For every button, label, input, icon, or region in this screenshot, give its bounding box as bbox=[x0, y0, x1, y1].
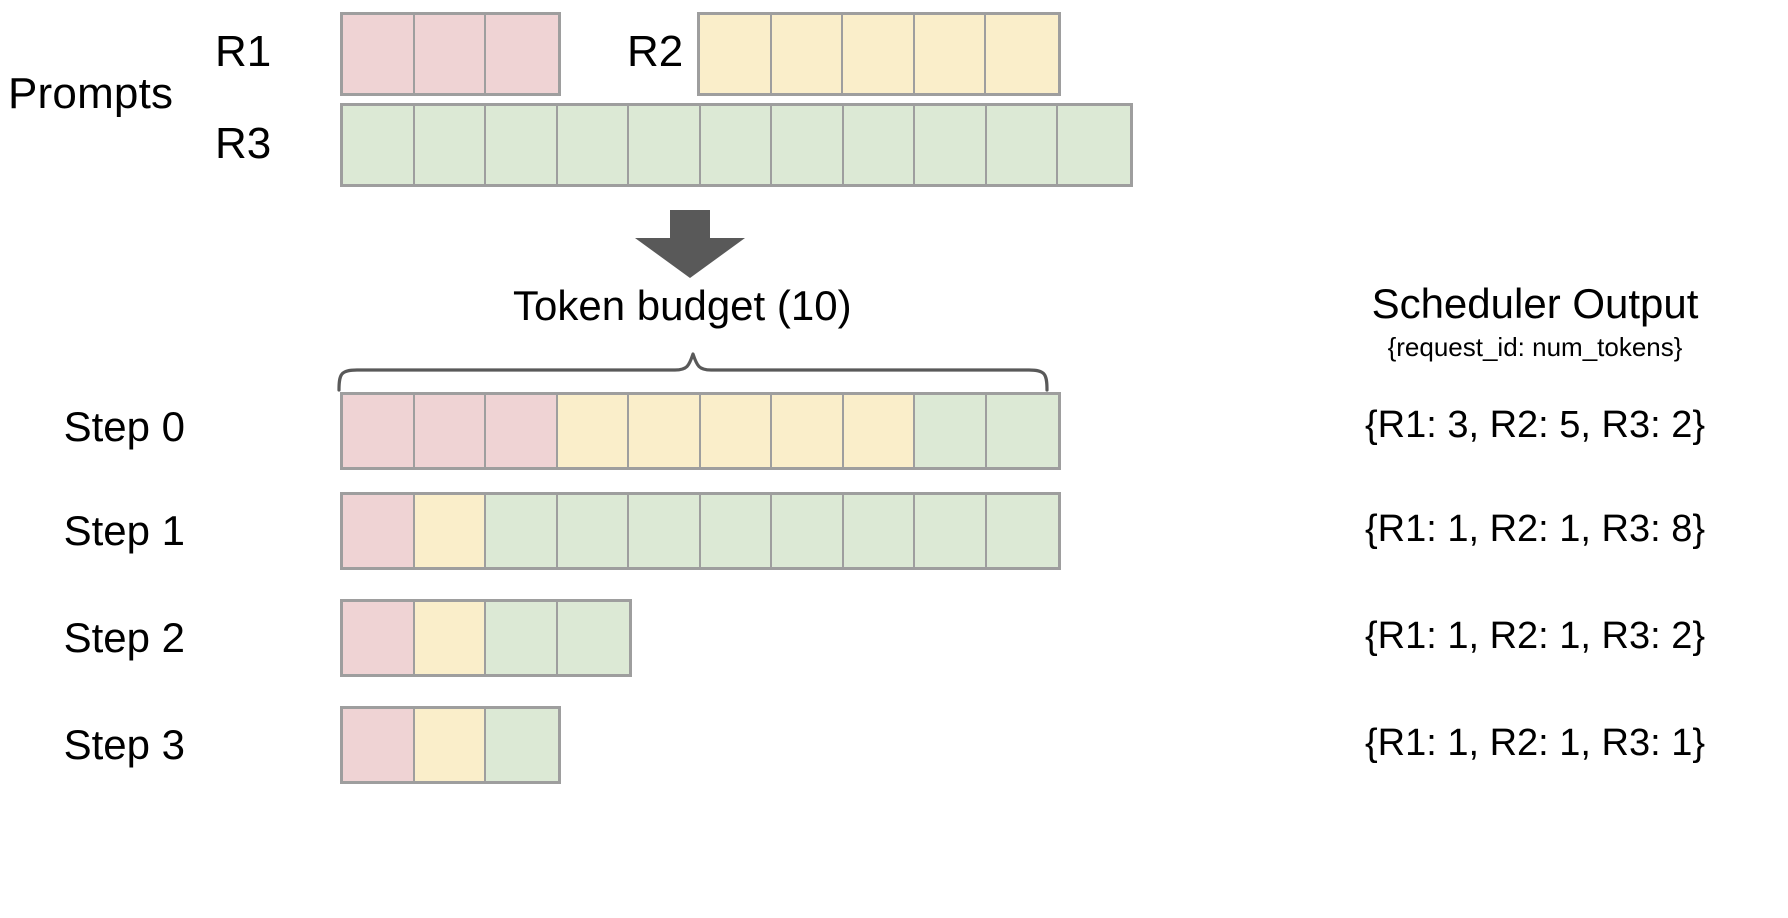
prompts-section-label: Prompts bbox=[8, 69, 174, 118]
token-cell-r3 bbox=[486, 495, 558, 567]
token-cell-r2 bbox=[843, 15, 915, 93]
step-label-3: Step 3 bbox=[63, 721, 185, 768]
token-cell-r3 bbox=[986, 495, 1058, 567]
token-cell-r3 bbox=[486, 602, 558, 674]
token-cell-r1 bbox=[343, 395, 415, 467]
step-row-1-cells bbox=[340, 492, 1061, 570]
token-cell-r1 bbox=[486, 395, 558, 467]
token-cell-r3 bbox=[557, 602, 629, 674]
step-label-1: Step 1 bbox=[63, 507, 185, 554]
scheduler-output-line-3: {R1: 1, R2: 1, R3: 1} bbox=[1364, 722, 1706, 764]
token-cell-r2 bbox=[914, 15, 986, 93]
token-cell-r2 bbox=[700, 395, 772, 467]
token-cell-r2 bbox=[772, 395, 844, 467]
step-row-0-cells bbox=[340, 392, 1061, 470]
token-cell-r3 bbox=[1058, 106, 1130, 184]
step-token-row-3 bbox=[340, 706, 561, 784]
step-token-row-1 bbox=[340, 492, 1061, 570]
token-budget-label: Token budget (10) bbox=[513, 282, 852, 329]
prompt-token-row-r1 bbox=[340, 12, 561, 96]
token-cell-r2 bbox=[414, 495, 486, 567]
token-cell-r3 bbox=[986, 395, 1058, 467]
token-cell-r3 bbox=[557, 495, 629, 567]
prompt-row-r1-cells bbox=[340, 12, 561, 96]
prompt-token-row-r3 bbox=[340, 103, 1133, 187]
token-cell-r2 bbox=[986, 15, 1058, 93]
token-cell-r3 bbox=[486, 709, 558, 781]
token-cell-r3 bbox=[486, 106, 558, 184]
token-cell-r3 bbox=[843, 495, 915, 567]
token-cell-r3 bbox=[629, 106, 701, 184]
step-row-2-cells bbox=[340, 599, 632, 677]
step-token-row-2 bbox=[340, 599, 632, 677]
request-label-r1: R1 bbox=[215, 27, 272, 76]
down-arrow-icon bbox=[630, 210, 750, 285]
token-cell-r3 bbox=[700, 495, 772, 567]
token-cell-r1 bbox=[486, 15, 558, 93]
token-cell-r3 bbox=[343, 106, 415, 184]
token-cell-r3 bbox=[557, 106, 629, 184]
token-cell-r3 bbox=[772, 495, 844, 567]
prompt-token-row-r2 bbox=[697, 12, 1061, 96]
scheduler-output-line-1: {R1: 1, R2: 1, R3: 8} bbox=[1364, 508, 1706, 550]
token-cell-r2 bbox=[700, 15, 772, 93]
token-cell-r1 bbox=[414, 395, 486, 467]
curly-brace-icon bbox=[335, 352, 1051, 397]
scheduler-output-line-2: {R1: 1, R2: 1, R3: 2} bbox=[1364, 615, 1706, 657]
token-cell-r3 bbox=[700, 106, 772, 184]
request-label-r2: R2 bbox=[627, 27, 684, 76]
token-cell-r1 bbox=[414, 15, 486, 93]
token-cell-r2 bbox=[771, 15, 843, 93]
token-cell-r2 bbox=[414, 709, 486, 781]
step-label-0: Step 0 bbox=[63, 403, 185, 450]
prompt-row-r2-cells bbox=[697, 12, 1061, 96]
token-cell-r1 bbox=[343, 495, 415, 567]
token-cell-r3 bbox=[915, 106, 987, 184]
token-cell-r3 bbox=[986, 106, 1058, 184]
token-cell-r3 bbox=[414, 106, 486, 184]
scheduler-output-subtitle: {request_id: num_tokens} bbox=[1387, 332, 1683, 362]
token-cell-r1 bbox=[343, 709, 415, 781]
token-cell-r3 bbox=[772, 106, 844, 184]
token-cell-r3 bbox=[915, 395, 987, 467]
token-cell-r2 bbox=[629, 395, 701, 467]
token-cell-r1 bbox=[343, 15, 415, 93]
step-label-2: Step 2 bbox=[63, 614, 185, 661]
scheduler-output-line-0: {R1: 3, R2: 5, R3: 2} bbox=[1364, 404, 1706, 446]
token-cell-r2 bbox=[557, 395, 629, 467]
token-cell-r3 bbox=[629, 495, 701, 567]
prompt-row-r3-cells bbox=[340, 103, 1133, 187]
scheduler-output-title: Scheduler Output bbox=[1371, 280, 1699, 327]
token-cell-r3 bbox=[843, 106, 915, 184]
token-cell-r2 bbox=[843, 395, 915, 467]
request-label-r3: R3 bbox=[215, 119, 272, 168]
step-token-row-0 bbox=[340, 392, 1061, 470]
step-row-3-cells bbox=[340, 706, 561, 784]
token-cell-r1 bbox=[343, 602, 415, 674]
token-cell-r2 bbox=[414, 602, 486, 674]
token-cell-r3 bbox=[915, 495, 987, 567]
